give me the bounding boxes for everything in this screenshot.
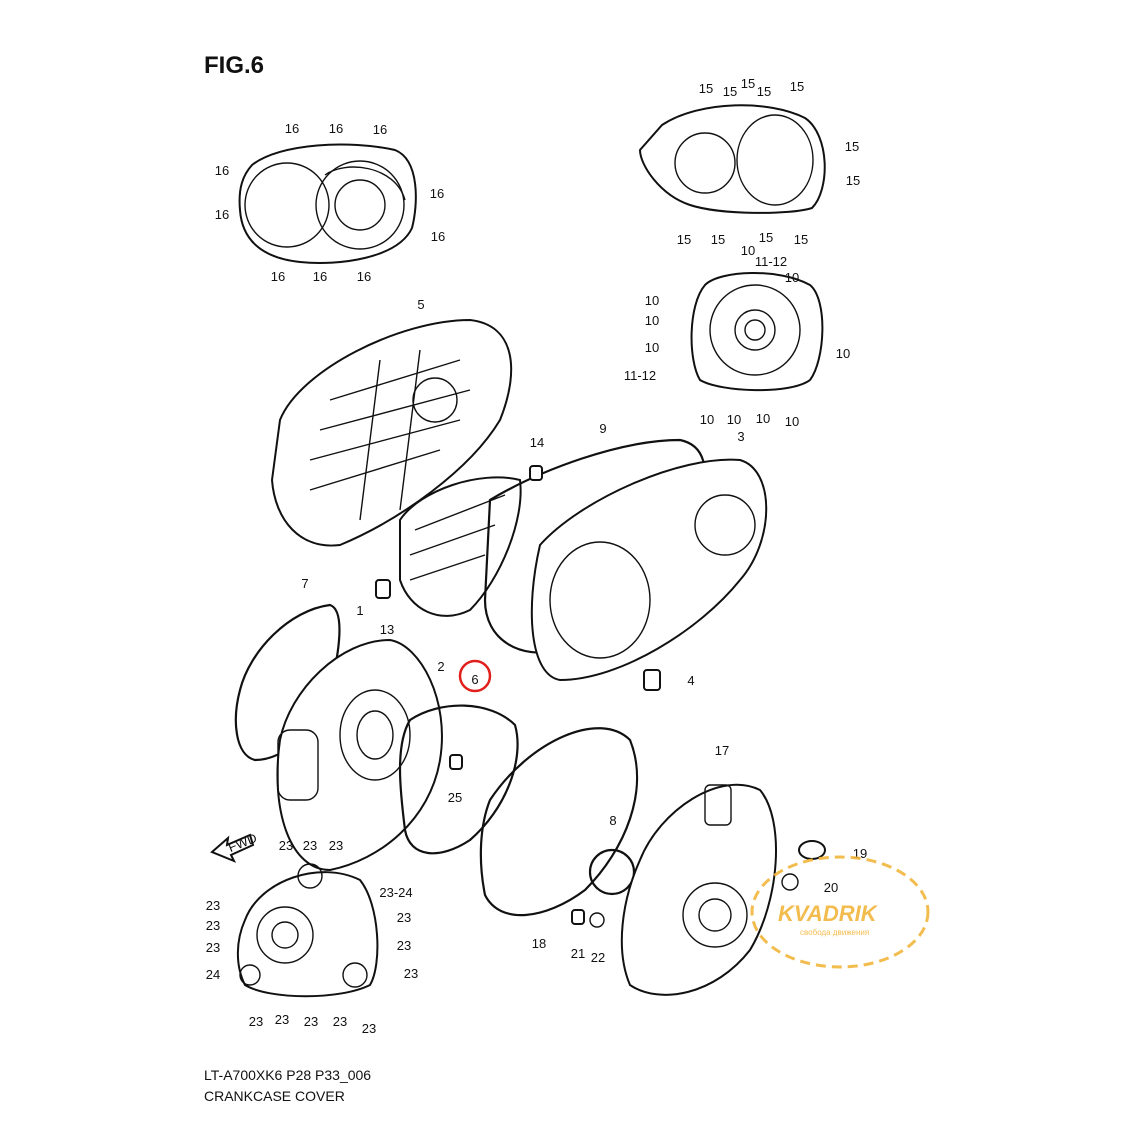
- callout-20: 20: [824, 880, 838, 895]
- dowel-part-14: [529, 465, 543, 481]
- callout-25: 25: [448, 790, 462, 805]
- callout-15: 15: [711, 232, 725, 247]
- bolt-part-13: [375, 579, 391, 599]
- callout-15: 15: [677, 232, 691, 247]
- callout-8: 8: [609, 813, 616, 828]
- callout-16: 16: [313, 269, 327, 284]
- callout-16: 16: [373, 122, 387, 137]
- callout-21: 21: [571, 946, 585, 961]
- callout-13: 13: [380, 622, 394, 637]
- cover-part-23: [236, 863, 379, 998]
- callout-15: 15: [757, 84, 771, 99]
- callout-16: 16: [271, 269, 285, 284]
- callout-10: 10: [727, 412, 741, 427]
- callout-23: 23: [362, 1021, 376, 1036]
- callout-10: 10: [836, 346, 850, 361]
- callout-10: 10: [741, 243, 755, 258]
- callout-15: 15: [699, 81, 713, 96]
- callout-16: 16: [215, 207, 229, 222]
- callout-15: 15: [741, 76, 755, 91]
- callout-15: 15: [794, 232, 808, 247]
- callout-6: 6: [471, 672, 478, 687]
- callout-10: 10: [785, 414, 799, 429]
- callout-9: 9: [599, 421, 606, 436]
- callout-11-12: 11-12: [624, 368, 656, 383]
- clutch-cover-part-5: [270, 318, 513, 547]
- callout-23: 23: [333, 1014, 347, 1029]
- cover-part-1: [276, 638, 443, 872]
- o-ring-part-20: [781, 873, 799, 891]
- callout-16: 16: [285, 121, 299, 136]
- callout-1: 1: [356, 603, 363, 618]
- small-fasteners: [375, 465, 826, 928]
- callout-10: 10: [645, 293, 659, 308]
- callout-23: 23: [304, 1014, 318, 1029]
- callout-16: 16: [329, 121, 343, 136]
- callout-10: 10: [645, 313, 659, 328]
- kvadrik-watermark: KVADRIK свобода движения: [750, 855, 930, 969]
- callout-7: 7: [301, 576, 308, 591]
- callout-24: 24: [206, 967, 220, 982]
- callout-2: 2: [437, 659, 444, 674]
- callout-16: 16: [357, 269, 371, 284]
- callout-10: 10: [700, 412, 714, 427]
- watermark-tagline: свобода движения: [800, 928, 869, 937]
- figure-caption: CRANKCASE COVER: [204, 1088, 345, 1104]
- callout-23: 23: [249, 1014, 263, 1029]
- gasket-part-6: [398, 704, 519, 855]
- watermark-brand: KVADRIK: [778, 901, 879, 926]
- callout-23: 23: [303, 838, 317, 853]
- callout-15: 15: [723, 84, 737, 99]
- callout-18: 18: [532, 936, 546, 951]
- callout-23: 23: [329, 838, 343, 853]
- callout-23: 23: [275, 1012, 289, 1027]
- highlight-ring-part-6: [458, 659, 492, 693]
- cover-part-17: [620, 783, 778, 996]
- callout-11-12: 11-12: [755, 254, 787, 269]
- callout-23: 23: [206, 918, 220, 933]
- callout-23: 23: [206, 898, 220, 913]
- callout-23: 23: [279, 838, 293, 853]
- callout-5: 5: [417, 297, 424, 312]
- callout-3: 3: [737, 429, 744, 444]
- plug-part-4: [643, 669, 661, 691]
- gasket-part-18: [479, 727, 639, 917]
- outer-cover-top-right: [638, 104, 826, 214]
- callout-10: 10: [645, 340, 659, 355]
- callout-15: 15: [845, 139, 859, 154]
- callout-10: 10: [785, 270, 799, 285]
- fwd-label: FWD: [226, 830, 259, 855]
- callout-14: 14: [530, 435, 544, 450]
- washer-part-22: [589, 912, 605, 928]
- stator-cover-right: [690, 272, 824, 392]
- callout-15: 15: [759, 230, 773, 245]
- callout-23-24: 23-24: [379, 885, 412, 900]
- callout-10: 10: [756, 411, 770, 426]
- figure-code: LT-A700XK6 P28 P33_006: [204, 1067, 371, 1083]
- callout-16: 16: [215, 163, 229, 178]
- callout-23: 23: [397, 938, 411, 953]
- fwd-arrow-icon: FWD: [210, 830, 259, 863]
- crankcase-cover-part-3: [530, 458, 768, 682]
- callout-23: 23: [404, 966, 418, 981]
- plug-part-21: [571, 909, 585, 925]
- callout-16: 16: [430, 186, 444, 201]
- cap-part-19: [798, 840, 826, 860]
- callout-15: 15: [846, 173, 860, 188]
- callout-23: 23: [397, 910, 411, 925]
- dowel-part-25: [449, 754, 463, 770]
- callout-17: 17: [715, 743, 729, 758]
- figure-title: FIG.6: [204, 52, 264, 79]
- callout-15: 15: [790, 79, 804, 94]
- callout-23: 23: [206, 940, 220, 955]
- outer-clutch-cover-top-left: [238, 143, 417, 264]
- callout-22: 22: [591, 950, 605, 965]
- callout-16: 16: [431, 229, 445, 244]
- callout-4: 4: [687, 673, 694, 688]
